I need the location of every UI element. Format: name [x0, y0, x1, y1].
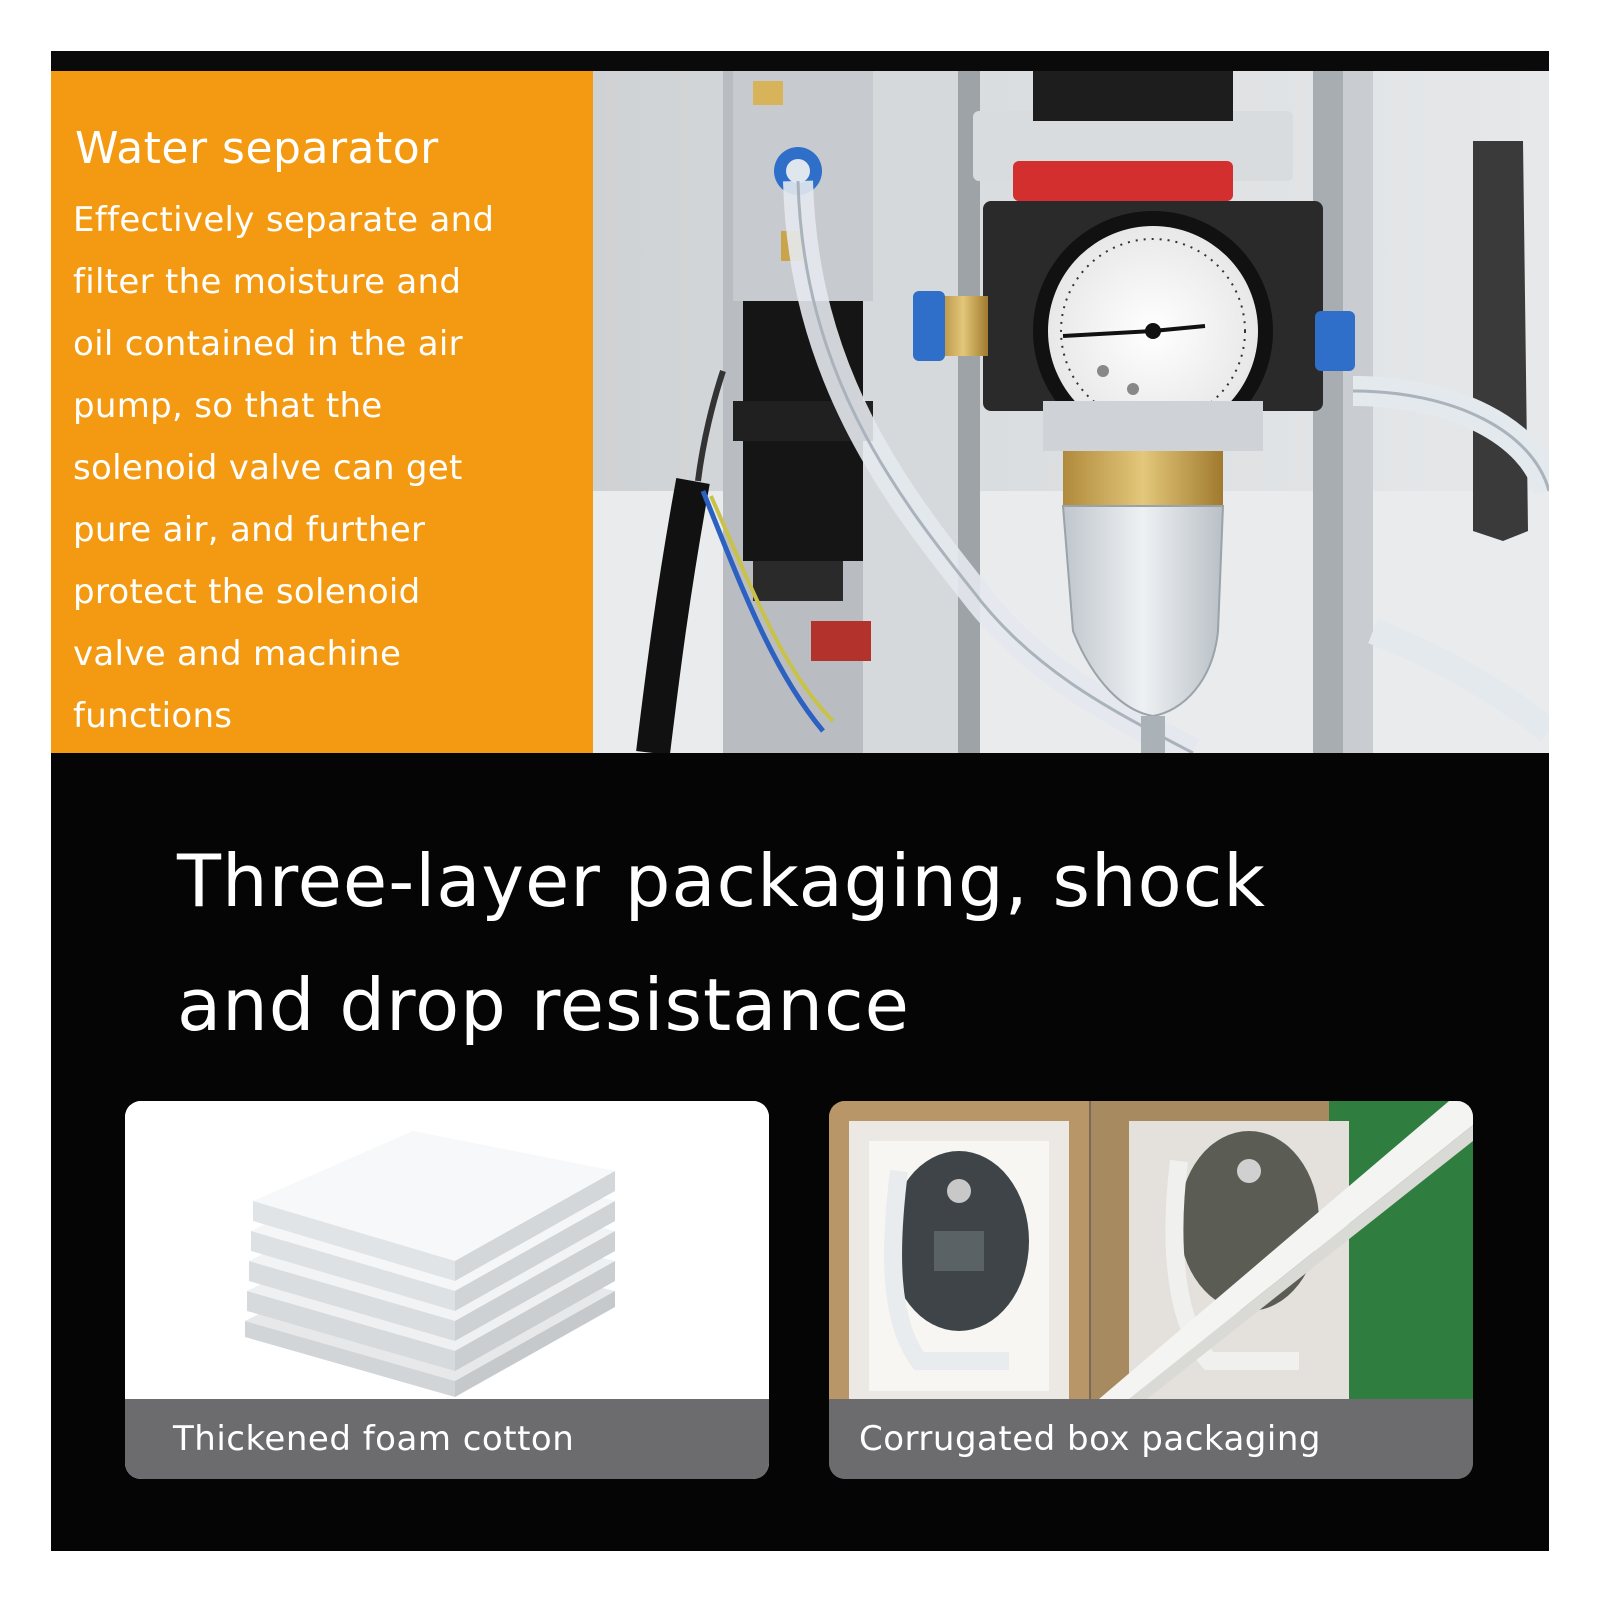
info-line: valve and machine	[73, 634, 402, 674]
box-caption: Corrugated box packaging	[829, 1399, 1473, 1479]
info-line: filter the moisture and	[73, 262, 462, 302]
foam-caption: Thickened foam cotton	[125, 1399, 769, 1479]
info-line: pure air, and further	[73, 510, 426, 550]
info-line: solenoid valve can get	[73, 448, 463, 488]
top-border	[51, 51, 1549, 71]
packaging-heading: Three-layer packaging, shock and drop re…	[177, 819, 1477, 1067]
product-feature-banner: Water separator Effectively separate and…	[51, 51, 1549, 1551]
info-line: protect the solenoid	[73, 572, 421, 612]
foam-cotton-card: Thickened foam cotton	[125, 1101, 769, 1479]
foam-sheets-photo	[125, 1101, 769, 1399]
heading-line-1: Three-layer packaging, shock	[177, 839, 1266, 923]
info-line: oil contained in the air	[73, 324, 463, 364]
info-line: Effectively separate and	[73, 200, 495, 240]
info-line: pump, so that the	[73, 386, 383, 426]
info-title: Water separator	[75, 123, 439, 174]
water-separator-photo	[593, 71, 1549, 753]
corrugated-box-photo	[829, 1101, 1473, 1399]
info-description: Effectively separate and filter the mois…	[73, 189, 593, 747]
info-line: functions	[73, 696, 233, 736]
heading-line-2: and drop resistance	[177, 963, 910, 1047]
water-separator-info-panel: Water separator Effectively separate and…	[51, 71, 593, 753]
corrugated-box-card: Corrugated box packaging	[829, 1101, 1473, 1479]
